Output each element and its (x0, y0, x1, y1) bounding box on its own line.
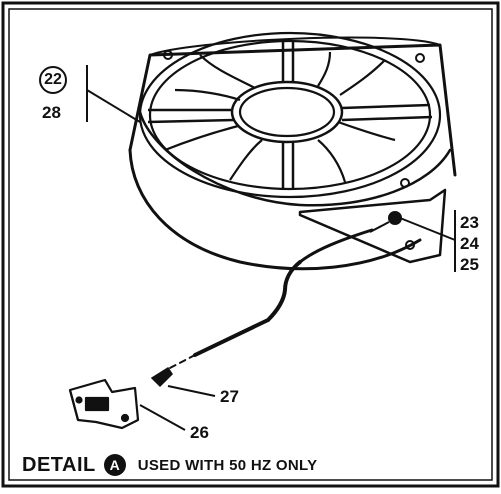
detail-caption: DETAIL A USED WITH 50 HZ ONLY (22, 452, 317, 478)
callout-24: 24 (460, 234, 479, 253)
detail-note: USED WITH 50 HZ ONLY (137, 456, 318, 474)
inner-border (8, 8, 493, 481)
terminal-screw (369, 211, 402, 233)
detail-label: DETAIL (22, 453, 96, 476)
power-cable (150, 228, 374, 388)
fan-housing (128, 36, 457, 271)
connector-block (68, 378, 140, 430)
callout-26: 26 (190, 423, 209, 442)
leader-lines (86, 65, 456, 431)
callout-circled-22: 22 (39, 66, 67, 94)
callout-27: 27 (220, 387, 239, 406)
callout-25: 25 (460, 255, 479, 274)
callout-23: 23 (460, 213, 479, 232)
fan-rotor (138, 31, 442, 199)
callout-28: 28 (42, 103, 61, 122)
detail-marker-icon: A (103, 454, 126, 476)
